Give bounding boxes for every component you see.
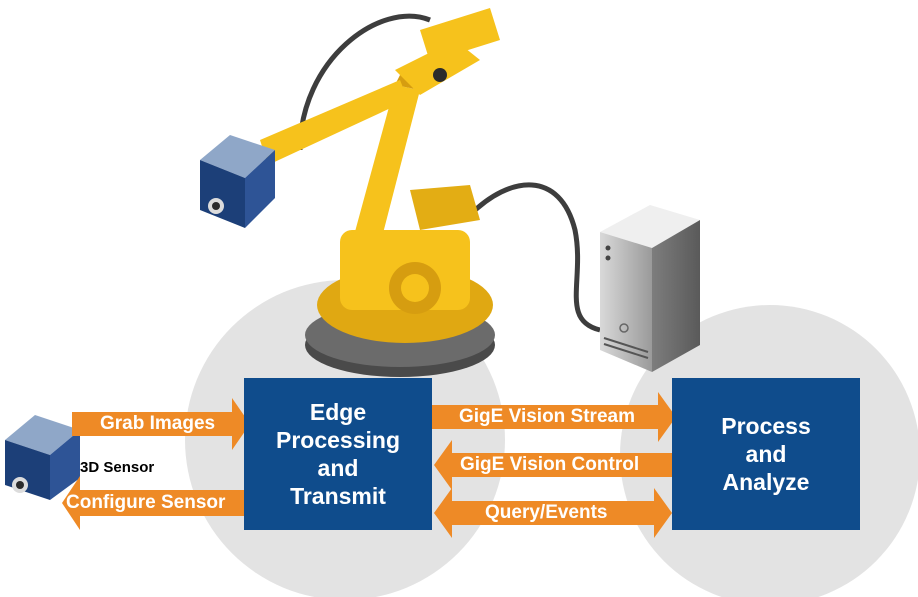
grab-images-arrow: [72, 398, 250, 450]
robot-cable: [297, 13, 431, 151]
gige-stream-arrow: [432, 392, 676, 442]
process-box-line-2: and: [745, 441, 787, 467]
edge-processing-box: Edge Processing and Transmit: [244, 378, 432, 530]
grab-images-label: Grab Images: [100, 413, 216, 434]
edge-box-line-4: Transmit: [290, 483, 386, 509]
gige-control-arrow: [434, 440, 672, 490]
configure-sensor-label: Configure Sensor: [66, 492, 226, 513]
query-events-arrow: [434, 488, 672, 538]
gige-control-label: GigE Vision Control: [460, 454, 640, 475]
process-box-line-1: Process: [721, 413, 811, 439]
edge-box-line-1: Edge: [309, 399, 367, 425]
query-events-label: Query/Events: [485, 502, 608, 523]
gige-stream-label: GigE Vision Stream: [459, 406, 635, 427]
server-icon: [600, 205, 700, 372]
robot-arm-illustration: [260, 8, 500, 377]
configure-sensor-arrow: [62, 476, 244, 530]
process-analyze-box: Process and Analyze: [672, 378, 860, 530]
edge-box-line-2: Processing: [276, 427, 400, 453]
3d-sensor-label: 3D Sensor: [80, 459, 155, 476]
robot-camera-icon: [200, 135, 275, 228]
3d-sensor-icon: [5, 415, 80, 500]
edge-box-line-3: and: [317, 455, 359, 481]
process-box-line-3: Analyze: [722, 469, 810, 495]
server-cable: [468, 182, 601, 333]
